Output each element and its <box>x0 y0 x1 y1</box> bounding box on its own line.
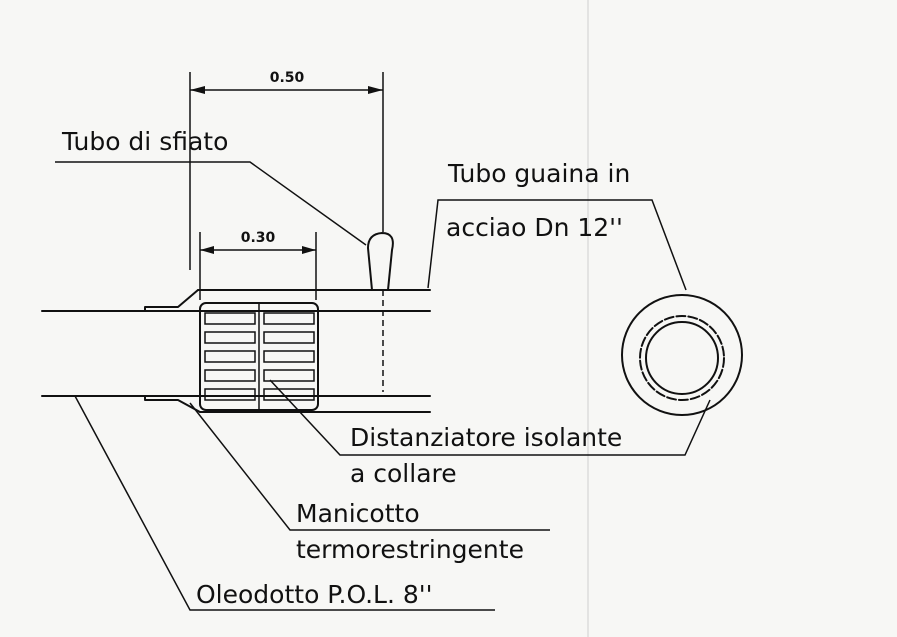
vent-pipe-shape <box>367 232 394 291</box>
dimension-030: 0.30 <box>199 230 317 300</box>
label-vent-pipe: Tubo di sfiato <box>61 127 228 156</box>
label-spacer-line2: a collare <box>350 459 457 488</box>
spacer-pad <box>204 388 256 401</box>
spacer-pad <box>204 369 256 382</box>
label-casing-line1: Tubo guaina in <box>447 159 630 188</box>
spacer-pad <box>263 312 315 325</box>
label-casing-line2: acciao Dn 12'' <box>446 213 623 242</box>
pipe-cross-section <box>621 294 743 416</box>
leader-vent-pipe <box>55 161 367 246</box>
spacer-collar <box>199 302 319 411</box>
label-pipeline: Oleodotto P.O.L. 8'' <box>196 580 433 609</box>
sleeve-bottom <box>144 395 201 413</box>
spacer-pad <box>263 369 315 382</box>
dimension-050: 0.50 <box>189 70 384 270</box>
dimension-label-030: 0.30 <box>241 230 276 246</box>
leader-lines <box>55 161 711 611</box>
arrow-right-icon <box>302 246 316 254</box>
leader-spacer <box>269 379 711 456</box>
label-spacer-line1: Distanziatore isolante <box>350 423 622 452</box>
arrow-left-icon <box>190 86 205 94</box>
casing-circle <box>621 294 743 416</box>
leader-pipeline <box>74 395 495 611</box>
label-sleeve-line1: Manicotto <box>296 499 420 528</box>
pipeline-circle <box>645 321 719 395</box>
spacer-pad <box>263 331 315 344</box>
label-sleeve-line2: termorestringente <box>296 535 524 564</box>
spacer-pad <box>204 350 256 363</box>
pipe-side-view <box>41 232 431 413</box>
leader-casing <box>427 199 687 291</box>
spacer-pad <box>204 312 256 325</box>
leader-sleeve <box>189 402 550 531</box>
scalloped-collar-circle <box>639 315 725 401</box>
sleeve-top <box>144 289 199 312</box>
spacer-pad <box>263 388 315 401</box>
spacer-pad <box>204 331 256 344</box>
dimension-label-050: 0.50 <box>270 70 305 86</box>
arrow-left-icon <box>200 246 214 254</box>
arrow-right-icon <box>368 86 383 94</box>
spacer-pad <box>263 350 315 363</box>
